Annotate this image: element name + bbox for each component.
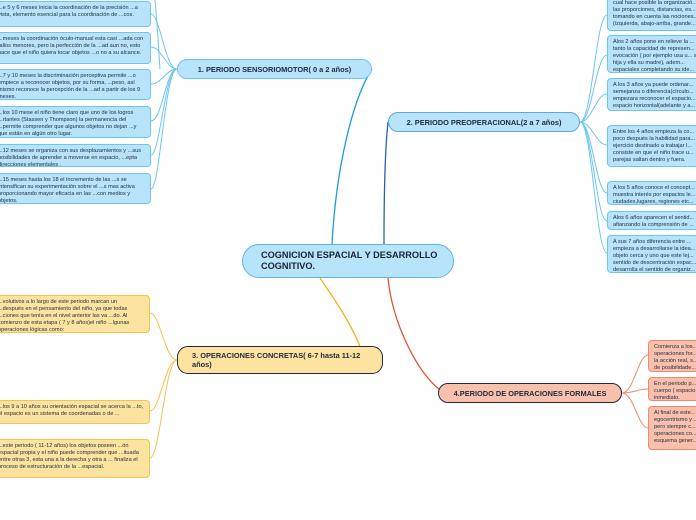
note-text: ...15 meses hasta los 18 el incremento d… — [0, 177, 135, 204]
note-preoperacional-2[interactable]: Alos 2 años pone en relieve la ... tanto… — [607, 35, 696, 73]
note-text: ...los 9 a 10 años su orientación espaci… — [0, 404, 144, 418]
note-preoperacional-5[interactable]: A los 5 años conoce el concept... muestr… — [607, 181, 696, 205]
branch-label: 2. PERIODO PREOPERACIONAL(2 a 7 años) — [406, 117, 562, 127]
link-central-concretas — [319, 277, 361, 348]
note-sensoriomotor-4[interactable]: ...los 10 mese el niño tiene claro que u… — [0, 106, 151, 138]
note-text: ...los 10 mese el niño tiene claro que u… — [0, 110, 137, 138]
note-preoperacional-7[interactable]: A sus 7 años diferencia entre ... empiez… — [607, 235, 696, 273]
note-text: Alos 6 años aparecen el sentid... afianz… — [613, 215, 695, 229]
note-text: ...7 y 10 meses la discriminación percep… — [0, 73, 141, 100]
note-sensoriomotor-5[interactable]: ...12 meses se organiza con sus desplaza… — [0, 144, 151, 167]
note-sensoriomotor-2[interactable]: ...meses la coordinación óculo-manual es… — [0, 32, 151, 64]
link-central-sensoriomotor — [331, 68, 373, 245]
branch-preoperacional[interactable]: 2. PERIODO PREOPERACIONAL(2 a 7 años) — [388, 112, 580, 132]
note-concretas-1[interactable]: ...volutivos a lo largo de este periodo … — [0, 295, 150, 333]
note-sensoriomotor-6[interactable]: ...15 meses hasta los 18 el incremento d… — [0, 173, 151, 204]
branch-label: 4.PERIODO DE OPERACIONES FORMALES — [453, 388, 607, 398]
note-text: A los 5 años conoce el concept... muestr… — [613, 185, 696, 205]
note-preoperacional-1[interactable]: cual hace posible la organizació... las … — [607, 0, 696, 31]
note-formales-1[interactable]: Comienza a los... operaciones for... la … — [648, 340, 696, 372]
note-text: Alos 2 años pone en relieve la ... tanto… — [613, 39, 696, 73]
note-concretas-2[interactable]: ...los 9 a 10 años su orientación espaci… — [0, 400, 150, 424]
note-text: ...e 5 y 6 meses inicia la coordinación … — [0, 5, 138, 19]
branch-sensoriomotor[interactable]: 1. PERIODO SENSORIOMOTOR( 0 a 2 años) — [177, 59, 372, 79]
link-central-formales — [387, 277, 441, 391]
note-concretas-3[interactable]: ...este periodo ( 11-12 años) los objeto… — [0, 439, 150, 478]
note-text: A los 3 años ya puede ordenar... semejan… — [613, 82, 696, 110]
note-text: Entre los 4 años empieza la co... poco d… — [613, 129, 696, 164]
note-sensoriomotor-3[interactable]: ...7 y 10 meses la discriminación percep… — [0, 69, 151, 100]
note-text: Al final de este... egocentrismo y ... p… — [654, 410, 696, 445]
branch-operaciones-formales[interactable]: 4.PERIODO DE OPERACIONES FORMALES — [438, 383, 622, 403]
note-formales-2[interactable]: En el periodo p... cuerpo ( espacio... i… — [648, 377, 696, 401]
branch-label: 1. PERIODO SENSORIOMOTOR( 0 a 2 años) — [197, 64, 352, 74]
central-topic[interactable]: COGNICION ESPACIAL Y DESARROLLO COGNITIV… — [242, 244, 454, 278]
note-preoperacional-4[interactable]: Entre los 4 años empieza la co... poco d… — [607, 125, 696, 167]
note-text: ...meses la coordinación óculo-manual es… — [0, 36, 144, 57]
branch-label: 3. OPERACIONES CONCRETAS( 6-7 hasta 11-1… — [192, 351, 361, 369]
note-text: En el periodo p... cuerpo ( espacio... i… — [654, 381, 696, 401]
note-text: cual hace posible la organizació... las … — [613, 0, 696, 28]
note-text: ...volutivos a lo largo de este periodo … — [0, 299, 130, 333]
link-central-preoperacional — [383, 121, 389, 245]
note-formales-3[interactable]: Al final de este... egocentrismo y ... p… — [648, 406, 696, 450]
note-preoperacional-6[interactable]: Alos 6 años aparecen el sentid... afianz… — [607, 211, 696, 230]
note-text: A sus 7 años diferencia entre ... empiez… — [613, 239, 696, 273]
note-text: ...este periodo ( 11-12 años) los objeto… — [0, 443, 139, 471]
note-preoperacional-3[interactable]: A los 3 años ya puede ordenar... semejan… — [607, 78, 696, 111]
note-text: Comienza a los... operaciones for... la … — [654, 344, 696, 372]
branch-operaciones-concretas[interactable]: 3. OPERACIONES CONCRETAS( 6-7 hasta 11-1… — [177, 346, 383, 374]
central-topic-label: COGNICION ESPACIAL Y DESARROLLO COGNITIV… — [261, 250, 438, 271]
note-sensoriomotor-1[interactable]: ...e 5 y 6 meses inicia la coordinación … — [0, 1, 151, 27]
note-text: ...12 meses se organiza con sus desplaza… — [0, 148, 142, 167]
